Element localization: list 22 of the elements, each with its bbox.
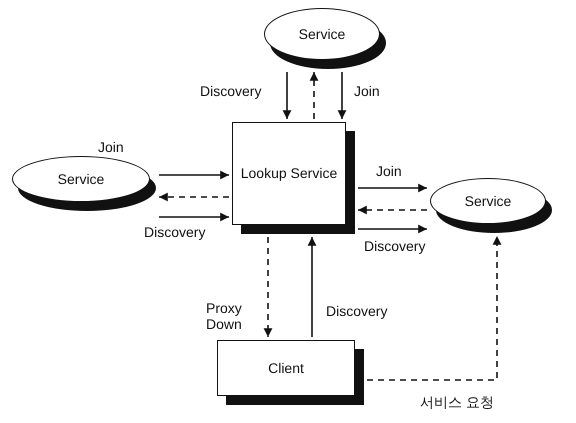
arrow — [159, 212, 229, 222]
node-label: Service — [464, 192, 512, 210]
arrow — [159, 170, 229, 180]
node-label: Service — [58, 170, 104, 188]
arrow — [358, 184, 427, 192]
edge-label: Discovery — [144, 224, 206, 240]
edge-label: Discovery — [364, 238, 426, 254]
edge-label: Join — [98, 139, 124, 156]
node-label: Service — [298, 26, 346, 42]
edge-label: Join — [376, 163, 402, 180]
node-label: Client — [268, 360, 304, 376]
dashed-arrow — [367, 236, 502, 381]
arrow — [358, 224, 427, 234]
arrow — [282, 72, 292, 119]
arrow — [308, 237, 316, 337]
edge-label: Join — [354, 83, 380, 100]
node-label: Lookup Service — [240, 165, 338, 182]
dashed-arrow — [358, 206, 427, 214]
edge-label: Discovery — [200, 83, 262, 100]
dashed-arrow — [264, 237, 272, 337]
edge-label: 서비스 요청 — [420, 394, 494, 410]
edge-label: Discovery — [326, 303, 388, 320]
